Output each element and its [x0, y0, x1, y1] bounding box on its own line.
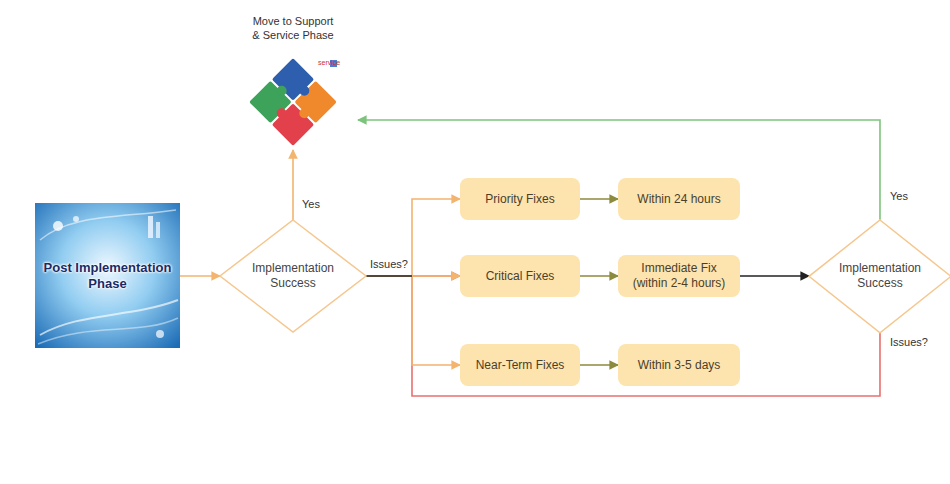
- connector-group: [366, 276, 460, 277]
- icon-label: service: [318, 58, 340, 67]
- decision-diamond: Implementation Success: [809, 220, 950, 333]
- connector: [358, 120, 880, 220]
- node-text-group: Critical Fixes: [486, 269, 555, 284]
- swirl: [38, 318, 178, 344]
- connector: [740, 275, 809, 277]
- node-text-group: Immediate Fix (within 2-4 hours): [626, 261, 732, 291]
- puzzle-piece: [272, 103, 314, 145]
- node-label: Critical Fixes: [486, 269, 555, 284]
- connector: [580, 364, 618, 366]
- puzzle-icon: [249, 58, 337, 146]
- node-text-group: Priority Fixes: [485, 192, 554, 207]
- fix-box: Priority Fixes: [460, 178, 580, 220]
- node-label: Implementation Success: [248, 261, 338, 291]
- glow-dot: [73, 216, 79, 222]
- connector: [366, 199, 460, 276]
- node-text-group: Move to Support & Service Phase: [250, 12, 336, 42]
- phase-illustration: [35, 203, 180, 348]
- edge-label: Yes: [300, 198, 322, 211]
- trunk-line: [366, 275, 412, 277]
- node-text-group: Implementation Success: [835, 261, 925, 291]
- fix-box: Near-Term Fixes: [460, 344, 580, 386]
- edge-label: Yes: [888, 190, 910, 203]
- timeframe-box: Immediate Fix (within 2-4 hours): [618, 255, 740, 297]
- node-label: Move to Support & Service Phase: [250, 14, 336, 42]
- decision-diamond: Implementation Success: [220, 220, 366, 332]
- diamond-shape: [220, 220, 366, 332]
- timeframe-box: Within 3-5 days: [618, 344, 740, 386]
- puzzle-piece: [272, 58, 314, 100]
- connector-group: [580, 199, 618, 200]
- edge-label: Issues?: [368, 258, 410, 271]
- puzzle-tab: [297, 84, 311, 98]
- fix-box: Critical Fixes: [460, 255, 580, 297]
- diamond-shape: [809, 220, 950, 333]
- node-label: Within 24 hours: [637, 192, 720, 207]
- phase-image: [35, 203, 180, 348]
- connector-group: [366, 276, 460, 365]
- edge-label: Issues?: [888, 336, 930, 349]
- puzzle-tab: [297, 106, 311, 120]
- connector-group: [580, 276, 618, 277]
- puzzle-tab: [275, 84, 289, 98]
- connector-group: [293, 150, 294, 220]
- node-text-group: Near-Term Fixes: [476, 358, 565, 373]
- phase-image-box: Post Implementation Phase: [35, 203, 180, 348]
- connector-group: [740, 275, 809, 276]
- connector: [292, 150, 294, 220]
- connector: [180, 275, 220, 277]
- node-label: Within 3-5 days: [638, 358, 721, 373]
- node-text-group: Post Implementation Phase: [43, 260, 172, 292]
- node-label: Immediate Fix (within 2-4 hours): [626, 261, 732, 291]
- connector-group: [366, 199, 460, 276]
- support-phase-icon: Move to Support & Service Phase: [228, 12, 358, 150]
- connector-group: [580, 365, 618, 366]
- node-label: Near-Term Fixes: [476, 358, 565, 373]
- node-label: Implementation Success: [835, 261, 925, 291]
- connector: [580, 198, 618, 200]
- node-text-group: Implementation Success: [248, 261, 338, 291]
- glow-dot: [156, 330, 164, 338]
- node-text-group: Within 24 hours: [637, 192, 720, 207]
- connector: [366, 275, 460, 277]
- device-glyph: [156, 222, 160, 238]
- timeframe-box: Within 24 hours: [618, 178, 740, 220]
- connector: [366, 276, 460, 365]
- connector-group: [358, 120, 880, 220]
- node-text-group: Within 3-5 days: [638, 358, 721, 373]
- connector: [580, 275, 618, 277]
- puzzle-tab: [275, 106, 289, 120]
- device-glyph: [148, 216, 153, 238]
- node-label: Post Implementation Phase: [43, 260, 172, 292]
- glow-dot: [53, 221, 63, 231]
- connector-group: [180, 276, 220, 277]
- swirl: [40, 210, 176, 240]
- node-label: Priority Fixes: [485, 192, 554, 207]
